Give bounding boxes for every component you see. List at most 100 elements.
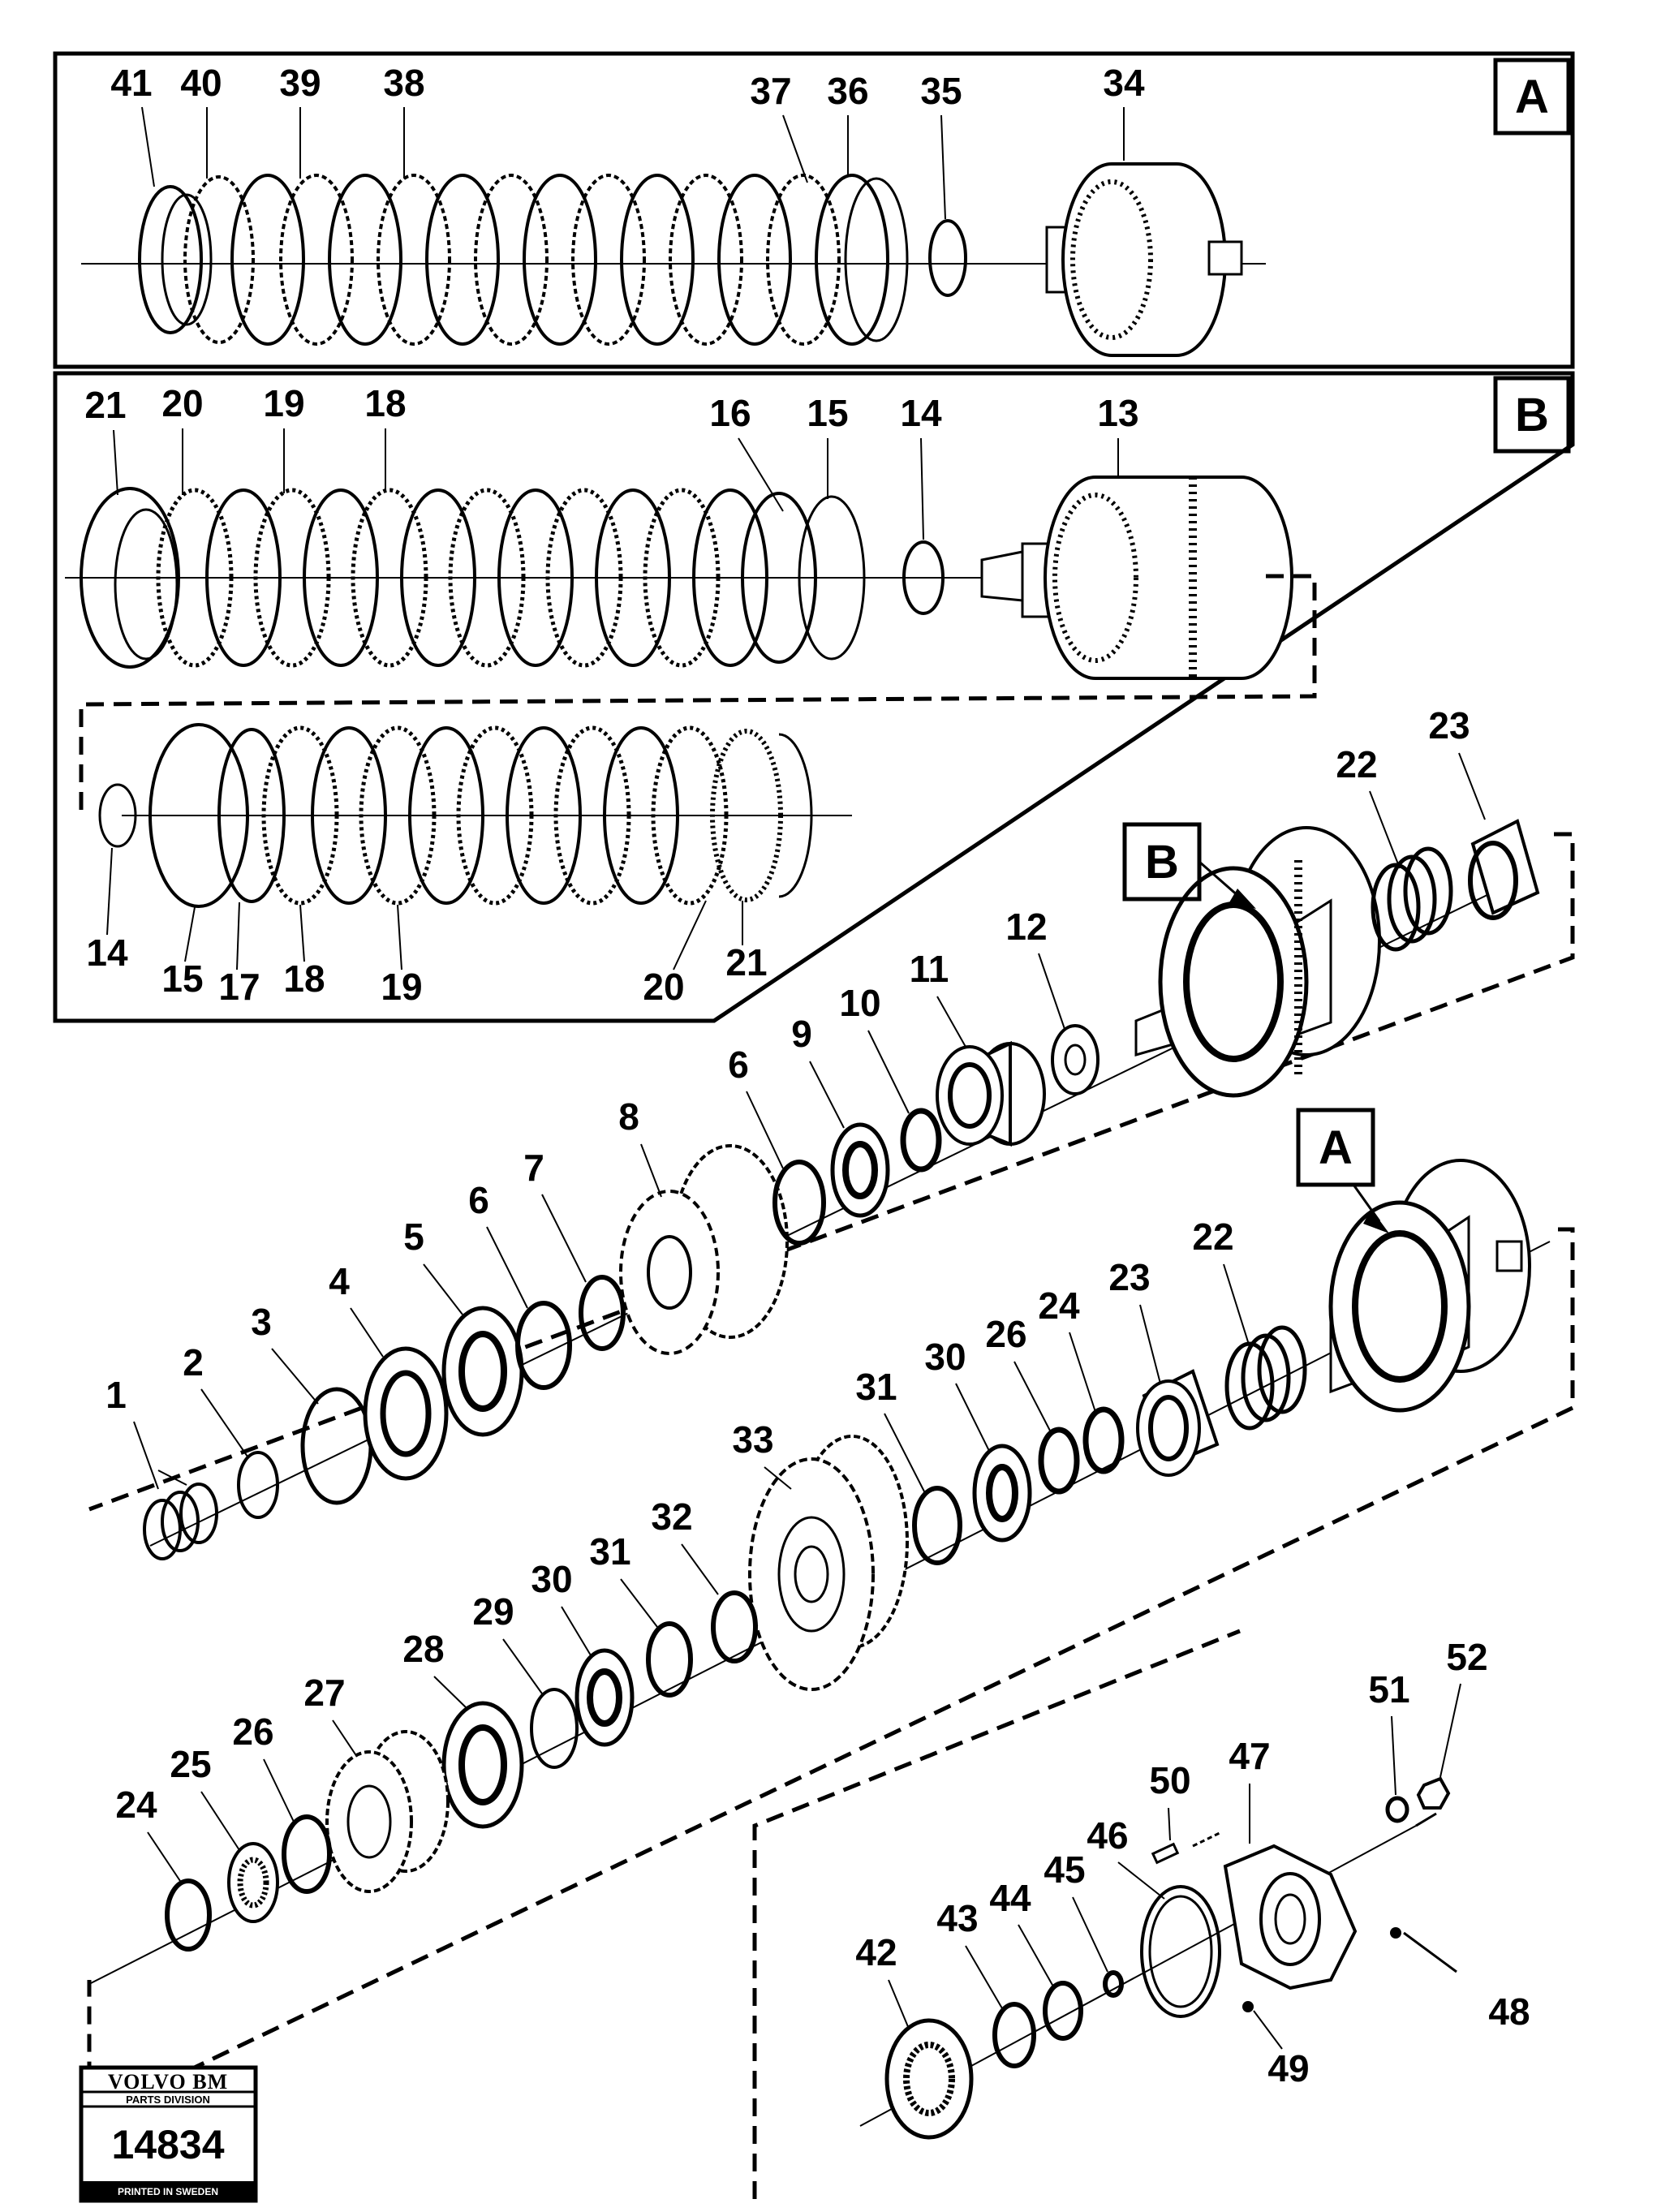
callout-14-lower: 14 — [86, 932, 128, 974]
callout-21: 21 — [84, 384, 126, 426]
panel-a-callouts: 41 40 39 38 37 36 35 34 — [110, 62, 1145, 112]
volvo-bm-parts-stamp: VOLVO BM PARTS DIVISION 14834 PRINTED IN… — [79, 2065, 258, 2203]
lower-shaft-callouts: 24 25 26 27 28 29 30 31 32 — [115, 1495, 692, 1826]
callout-23: 23 — [1428, 704, 1470, 747]
part-22-spring-lower — [1224, 1325, 1307, 1431]
callout-27: 27 — [303, 1672, 345, 1714]
panel-b-label: B — [1515, 389, 1549, 441]
callout-44: 44 — [989, 1877, 1031, 1919]
assembly-b-label: B — [1145, 836, 1179, 889]
callout-31: 31 — [855, 1366, 897, 1408]
callout-17: 17 — [218, 966, 260, 1008]
callout-18-lower: 18 — [283, 958, 325, 1000]
part-22-spring — [1371, 846, 1453, 952]
callout-20-lower: 20 — [643, 966, 684, 1008]
callout-14: 14 — [900, 392, 942, 434]
upper-shaft-callouts: 1 2 3 4 5 6 7 8 6 9 10 11 12 22 23 — [105, 704, 1470, 1416]
callout-42: 42 — [855, 1931, 897, 1973]
callout-26: 26 — [985, 1313, 1026, 1355]
middle-shaft-assembly: A 33 31 30 26 24 23 — [87, 1108, 1575, 2121]
callout-22: 22 — [1336, 743, 1377, 785]
callout-15-lower: 15 — [161, 958, 203, 1000]
callout-37: 37 — [750, 70, 791, 112]
callout-4: 4 — [329, 1260, 350, 1302]
part-34-drum — [1045, 162, 1243, 357]
callout-19-lower: 19 — [381, 966, 422, 1008]
assembly-a-label: A — [1319, 1121, 1353, 1174]
callout-24-low: 24 — [115, 1784, 157, 1826]
callout-8: 8 — [618, 1095, 639, 1138]
callout-26-low: 26 — [232, 1711, 273, 1753]
callout-36: 36 — [827, 70, 868, 112]
callout-31-low: 31 — [589, 1530, 630, 1573]
bearing-housing-callouts: 42 43 44 45 46 47 50 51 52 48 49 — [855, 1636, 1530, 2089]
callout-45: 45 — [1044, 1848, 1085, 1891]
callout-19: 19 — [263, 382, 304, 424]
part-23-sleeve-lower — [1136, 1369, 1220, 1477]
callout-47: 47 — [1229, 1735, 1270, 1777]
callout-1: 1 — [105, 1374, 127, 1416]
callout-30: 30 — [924, 1336, 966, 1378]
upper-shaft-assembly: B 1 2 3 4 5 6 7 8 6 9 10 11 12 22 23 — [88, 704, 1575, 1560]
callout-20: 20 — [161, 382, 203, 424]
panel-a-disc-stack — [138, 174, 909, 346]
callout-35: 35 — [920, 70, 962, 112]
part-13-drum — [980, 476, 1293, 680]
stamp-division: PARTS DIVISION — [126, 2094, 210, 2106]
callout-6: 6 — [468, 1179, 489, 1221]
panel-b-lower-callouts: 14 15 17 18 19 20 21 — [86, 932, 767, 1008]
callout-13: 13 — [1097, 392, 1138, 434]
panel-b: B — [53, 371, 1575, 1023]
callout-51: 51 — [1368, 1668, 1409, 1711]
callout-50: 50 — [1149, 1759, 1190, 1801]
callout-49: 49 — [1267, 2047, 1309, 2089]
panel-b-callouts: 21 20 19 18 16 15 14 13 — [84, 382, 1138, 434]
assembly-a-drum — [1328, 1159, 1531, 1413]
callout-46: 46 — [1087, 1814, 1128, 1857]
callout-2: 2 — [183, 1341, 204, 1384]
callout-48: 48 — [1488, 1990, 1530, 2033]
part-11-bearing — [936, 1040, 1046, 1147]
callout-5: 5 — [403, 1216, 424, 1258]
callout-29: 29 — [472, 1590, 514, 1633]
part-27-gear — [325, 1730, 450, 1893]
panel-a-label: A — [1515, 71, 1549, 123]
callout-30-low: 30 — [531, 1558, 572, 1600]
assembly-b-drum — [1134, 826, 1381, 1098]
callout-22-mid: 22 — [1192, 1216, 1233, 1258]
callout-52: 52 — [1446, 1636, 1487, 1678]
part-8-gear — [619, 1144, 789, 1355]
callout-15: 15 — [807, 392, 848, 434]
callout-43: 43 — [936, 1897, 978, 1939]
callout-21-lower: 21 — [725, 941, 767, 983]
stamp-brand: VOLVO BM — [108, 2070, 228, 2094]
callout-34: 34 — [1103, 62, 1145, 104]
callout-41: 41 — [110, 62, 152, 104]
callout-32: 32 — [651, 1495, 692, 1538]
callout-33: 33 — [732, 1418, 773, 1461]
callout-40: 40 — [180, 62, 222, 104]
panel-b-disc-stack — [80, 487, 866, 669]
callout-24: 24 — [1038, 1285, 1080, 1327]
part-33-gear — [748, 1435, 909, 1691]
part-35-ring — [928, 219, 967, 297]
callout-38: 38 — [383, 62, 424, 104]
bearing-housing-assembly: 42 43 44 45 46 47 50 51 52 48 49 — [752, 1629, 1530, 2199]
callout-6b: 6 — [728, 1044, 749, 1086]
stamp-footer: PRINTED IN SWEDEN — [118, 2186, 218, 2197]
callout-25: 25 — [170, 1743, 211, 1785]
callout-7: 7 — [523, 1147, 544, 1189]
part-47-flange — [1223, 1844, 1358, 1990]
callout-10: 10 — [839, 982, 880, 1024]
callout-28: 28 — [402, 1628, 444, 1670]
callout-3: 3 — [251, 1301, 272, 1343]
stamp-number: 14834 — [111, 2122, 224, 2167]
middle-shaft-callouts: 33 31 30 26 24 23 22 — [732, 1216, 1233, 1461]
callout-11: 11 — [910, 948, 949, 990]
callout-9: 9 — [791, 1013, 812, 1055]
part-14-ring — [902, 540, 945, 615]
callout-18: 18 — [364, 382, 406, 424]
panel-a: A — [53, 51, 1575, 369]
callout-23-mid: 23 — [1108, 1256, 1150, 1298]
